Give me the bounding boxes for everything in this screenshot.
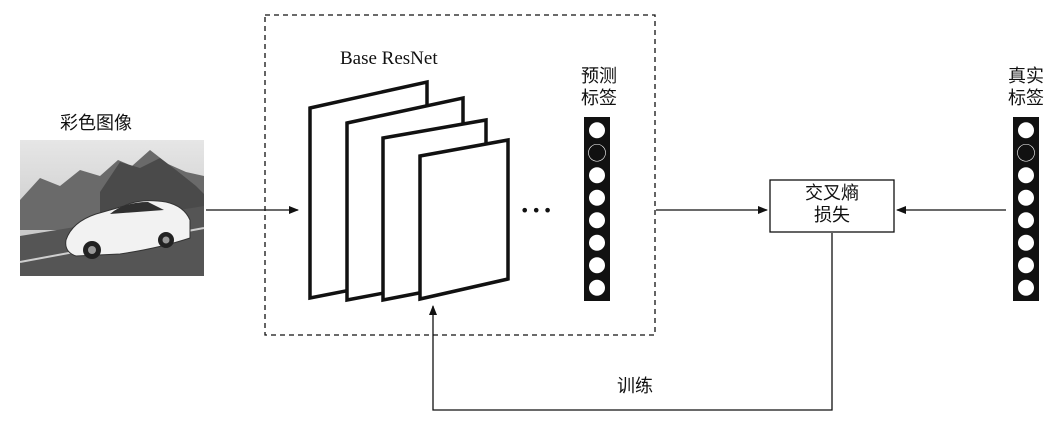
training-label: 训练 [617,376,653,398]
car-photo [20,140,204,276]
predicted-vector-cell-7 [589,257,606,274]
predicted-label-title: 预测 标签 [579,66,619,110]
predicted-vector-cell-8 [589,279,606,296]
truth-vector-cell-4 [1018,189,1035,206]
truth-label-title: 真实 标签 [1006,66,1046,110]
predicted-vector-cell-5 [589,212,606,229]
loss-label: 交叉熵 损失 [770,183,894,227]
feature-maps [310,82,508,300]
predicted-vector-cell-6 [589,234,606,251]
truth-vector-cell-1 [1018,122,1035,139]
truth-label-line2: 标签 [1006,88,1046,110]
predicted-vector-cell-2 [589,144,606,161]
truth-label-vector [1013,117,1039,301]
truth-vector-cell-5 [1018,212,1035,229]
truth-vector-cell-6 [1018,234,1035,251]
input-image-label: 彩色图像 [60,113,132,135]
predicted-label-vector [584,117,610,301]
loss-label-line1: 交叉熵 [770,183,894,205]
loss-label-line2: 损失 [770,205,894,227]
predicted-label-line2: 标签 [579,88,619,110]
feature-map-4 [420,140,508,299]
truth-vector-cell-7 [1018,257,1035,274]
truth-vector-cell-2 [1018,144,1035,161]
truth-vector-cell-8 [1018,279,1035,296]
truth-vector-cell-3 [1018,167,1035,184]
predicted-vector-cell-4 [589,189,606,206]
predicted-vector-cell-3 [589,167,606,184]
predicted-vector-cell-1 [589,122,606,139]
predicted-label-line1: 预测 [579,66,619,88]
network-title: Base ResNet [340,48,438,70]
ellipsis-dots: ••• [520,200,554,222]
truth-label-line1: 真实 [1006,66,1046,88]
